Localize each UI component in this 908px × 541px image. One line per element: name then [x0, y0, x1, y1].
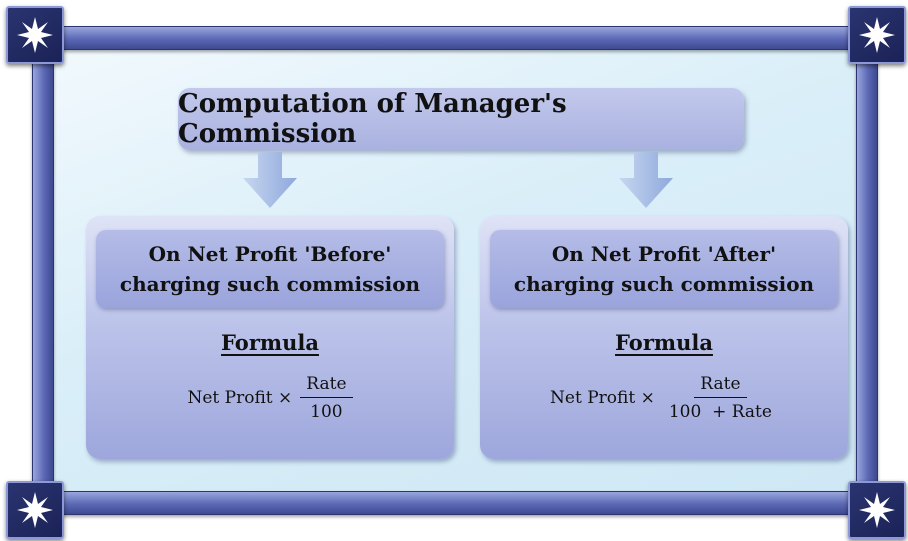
frame-bar-bottom [40, 491, 870, 515]
fraction-denominator: 100 [310, 402, 343, 422]
fraction-numerator: Rate [300, 374, 353, 398]
formula: Net Profit × Rate 100 [86, 374, 454, 422]
frame-bar-left [32, 40, 54, 502]
frame-bar-top [40, 26, 870, 50]
diagram-title: Computation of Manager's Commission [178, 89, 567, 149]
method-heading-line2: charging such commission [513, 272, 815, 296]
formula-label: Formula [615, 330, 713, 355]
fraction-numerator: Rate [694, 374, 747, 398]
method-heading-line2: charging such commission [119, 272, 421, 296]
method-before-box: On Net Profit 'Before' charging such com… [86, 216, 454, 459]
method-heading: On Net Profit 'After' charging such comm… [490, 230, 838, 308]
formula: Net Profit × Rate 100 + Rate [480, 374, 848, 422]
fraction: Rate 100 + Rate [663, 374, 778, 422]
corner-star-icon [6, 6, 64, 64]
corner-star-icon [848, 481, 906, 539]
method-after-box: On Net Profit 'After' charging such comm… [480, 216, 848, 459]
method-heading-line1: On Net Profit 'Before' [148, 242, 392, 266]
formula-label: Formula [221, 330, 319, 355]
formula-prefix: Net Profit × [187, 388, 293, 408]
formula-prefix: Net Profit × [550, 388, 655, 408]
corner-star-icon [6, 481, 64, 539]
fraction: Rate 100 [300, 374, 353, 422]
method-heading-line1: On Net Profit 'After' [551, 242, 777, 266]
fraction-denominator: 100 + Rate [668, 402, 772, 422]
method-heading: On Net Profit 'Before' charging such com… [96, 230, 444, 308]
corner-star-icon [848, 6, 906, 64]
down-arrow-icon [243, 152, 297, 208]
down-arrow-icon [619, 152, 673, 208]
frame-bar-right [856, 40, 878, 502]
title-box: Computation of Manager's Commission [178, 88, 744, 150]
